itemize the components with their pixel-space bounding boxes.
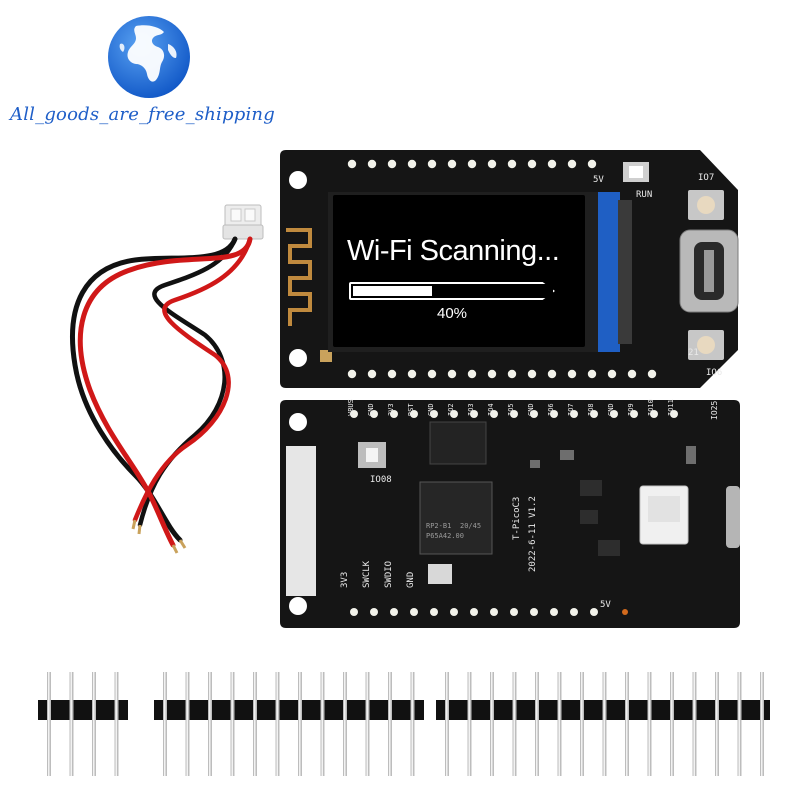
top-row-pin-label: IO8 bbox=[587, 403, 595, 416]
pin-21-label: 21 bbox=[688, 348, 699, 358]
top-row-pin-label: GND bbox=[527, 403, 535, 416]
io7-label: IO7 bbox=[698, 173, 715, 183]
top-row-pin-label: IO10 bbox=[647, 399, 655, 416]
top-row-pin-label: IO2 bbox=[447, 403, 455, 416]
top-row-pin-label: IO11 bbox=[667, 399, 675, 416]
io25-label: IO25 bbox=[710, 400, 719, 420]
jst-cable bbox=[70, 204, 264, 554]
pin-5v-bottom-label: 5V bbox=[600, 600, 611, 610]
pin-headers bbox=[38, 672, 770, 776]
watermark-text: All_goods_are_free_shipping bbox=[10, 104, 275, 125]
top-row-pin-labels: VBUS GND 3V3 RST GND IO2 IO3 IO4 IO5 GND IO6 IO7 IO8… bbox=[347, 399, 707, 416]
version-label: 2022-6-11 V1.2 bbox=[528, 496, 538, 572]
top-row-pin-label: GND bbox=[607, 403, 615, 416]
top-row-pin-label: IO7 bbox=[567, 403, 575, 416]
pin-3v3-label: 3V3 bbox=[340, 571, 350, 588]
chip-id-label: P65A42.00 bbox=[426, 532, 464, 540]
progress-bar bbox=[349, 282, 555, 300]
gnd-label: GND bbox=[406, 571, 416, 588]
chip-rp-label: RP2-B1 bbox=[426, 522, 452, 530]
top-row-pin-label: IO5 bbox=[507, 403, 515, 416]
swdio-label: SWDIO bbox=[384, 560, 394, 588]
lcd-screen: Wi-Fi Scanning... 40% bbox=[333, 195, 585, 347]
screen-title: Wi-Fi Scanning... bbox=[347, 235, 560, 267]
top-row-pin-label: IO6 bbox=[547, 403, 555, 416]
top-row-pin-label: IO3 bbox=[467, 403, 475, 416]
io6-label: IO6 bbox=[706, 368, 723, 378]
top-row-pin-label: 3V3 bbox=[387, 403, 395, 416]
globe-logo-icon bbox=[108, 16, 190, 98]
top-row-pin-label: IO9 bbox=[627, 403, 635, 416]
top-row-pin-label: GND bbox=[367, 403, 375, 416]
run-label: RUN bbox=[636, 190, 653, 200]
progress-label: 40% bbox=[436, 305, 468, 322]
top-row-pin-label: RST bbox=[407, 403, 415, 416]
pin-5v-top-label: 5V bbox=[593, 175, 604, 185]
progress-fill bbox=[353, 286, 432, 296]
top-row-pin-label: GND bbox=[427, 403, 435, 416]
top-row-pin-label: VBUS bbox=[347, 399, 355, 416]
chip-code-label: 20/45 bbox=[460, 522, 482, 530]
swclk-label: SWCLK bbox=[362, 560, 372, 588]
io08-label: IO08 bbox=[370, 475, 392, 485]
model-label: T-PicoC3 bbox=[512, 496, 522, 540]
board-bottom-view bbox=[280, 400, 740, 628]
top-row-pin-label: IO4 bbox=[487, 403, 495, 416]
